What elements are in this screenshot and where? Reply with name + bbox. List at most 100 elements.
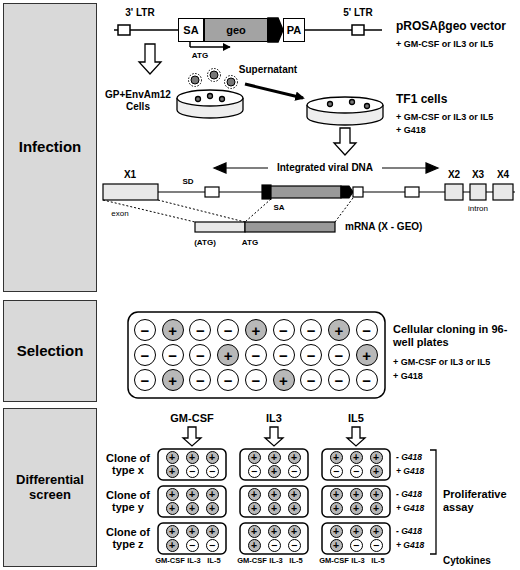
cytokine-column: IL-5 <box>289 557 302 566</box>
cytokine-column: IL-5 <box>207 557 220 566</box>
vector-segment: PA <box>283 18 305 42</box>
growth-sign: + <box>373 489 379 500</box>
vector-segment: SA <box>178 18 204 42</box>
assay-bracket <box>430 450 436 554</box>
growth-sign: + <box>224 348 233 363</box>
well-circle: + <box>206 525 219 538</box>
clone-type: Clone of type z <box>99 526 157 551</box>
cytokine-column: IL-3 <box>269 557 282 566</box>
well-circle: − <box>356 369 378 391</box>
growth-sign: + <box>333 540 339 551</box>
well-circle: − <box>328 344 350 366</box>
splice-site: SA <box>273 203 284 212</box>
well-circle: + <box>330 525 343 538</box>
provirus-label: Integrated viral DNA <box>277 162 373 174</box>
growth-sign: − <box>224 323 233 338</box>
axis-label: Cytokines <box>443 555 491 567</box>
mrna-bar <box>245 222 335 232</box>
growth-sign: + <box>333 452 339 463</box>
well-circle: − <box>217 369 239 391</box>
selection-condition: + G418 <box>396 504 424 514</box>
well-circle: + <box>288 525 301 538</box>
well-circle: − <box>356 319 378 341</box>
culture-condition: + GM-CSF or IL3 or IL5 <box>396 39 493 49</box>
well-circle: + <box>328 319 350 341</box>
well-circle: + <box>166 539 179 552</box>
growth-sign: + <box>291 503 297 514</box>
growth-sign: − <box>362 373 371 388</box>
genomic-locus <box>445 184 463 200</box>
well-circle: − <box>273 319 295 341</box>
well-circle: − <box>370 539 383 552</box>
well-plate <box>322 523 390 554</box>
well-circle: + <box>350 502 363 515</box>
cytokine-column: IL-3 <box>269 557 282 566</box>
vector-construct <box>352 25 364 35</box>
well-circle: + <box>162 369 184 391</box>
well-circle: − <box>134 369 156 391</box>
growth-sign: + <box>251 503 257 514</box>
stage-band: Infection <box>3 3 97 292</box>
cytokine-column: IL-5 <box>371 557 384 566</box>
well-circle: + <box>370 502 383 515</box>
growth-sign: − <box>271 540 277 551</box>
well-plate <box>158 486 226 517</box>
well-circle: − <box>189 369 211 391</box>
ltr-label: 3' LTR <box>125 7 154 19</box>
well-circle: + <box>166 451 179 464</box>
well-circle: + <box>268 488 281 501</box>
growth-sign: − <box>373 540 379 551</box>
cytokine-header: IL5 <box>348 412 364 425</box>
exon-name: X3 <box>472 169 484 181</box>
hollow-arrow <box>139 44 365 446</box>
growth-sign: − <box>251 466 257 477</box>
hollow-arrow <box>265 427 283 446</box>
virus-particle <box>189 69 238 89</box>
virus-particle <box>189 74 202 87</box>
well-circle: − <box>189 319 211 341</box>
well-circle: + <box>268 451 281 464</box>
growth-sign: − <box>362 323 371 338</box>
growth-sign: − <box>279 323 288 338</box>
well-plate <box>158 523 226 554</box>
exon-name: X1 <box>124 169 136 181</box>
region-label: intron <box>468 204 488 213</box>
growth-sign: + <box>291 526 297 537</box>
well-circle: − <box>206 465 219 478</box>
culture-condition: + GM-CSF or IL3 or IL5 <box>396 39 493 49</box>
culture-condition: + G418 <box>393 371 423 381</box>
genomic-locus <box>226 167 268 168</box>
growth-sign: + <box>169 466 175 477</box>
selection-condition: + G418 <box>396 541 424 551</box>
well-circle: + <box>370 488 383 501</box>
well-circle: + <box>248 525 261 538</box>
culture-dish <box>328 102 333 107</box>
growth-sign: − <box>224 373 233 388</box>
growth-sign: − <box>251 348 260 363</box>
clone-type: Clone of type y <box>99 489 157 514</box>
well-circle: − <box>245 344 267 366</box>
well-circle: + <box>370 525 383 538</box>
node-label: geo <box>226 24 246 36</box>
growth-sign: + <box>373 503 379 514</box>
culture-condition: + GM-CSF or IL3 or IL5 <box>396 112 493 122</box>
selection-condition: + G418 <box>396 467 424 477</box>
growth-sign: − <box>141 323 150 338</box>
growth-sign: + <box>209 452 215 463</box>
well-circle: − <box>328 369 350 391</box>
growth-sign: − <box>196 373 205 388</box>
hollow-arrow <box>347 427 365 446</box>
step-label: Cellular cloning in 96-well plates <box>393 323 515 348</box>
ltr-label: 5' LTR <box>343 7 372 19</box>
codon-label: (ATG) <box>194 238 216 247</box>
growth-sign: − <box>141 373 150 388</box>
codon-label: ATG <box>192 51 208 60</box>
vector-segment: geo <box>204 18 268 42</box>
clone-type: Clone of type x <box>99 452 157 477</box>
well-circle: + <box>288 502 301 515</box>
growth-sign: + <box>362 348 371 363</box>
well-circle: + <box>350 488 363 501</box>
well-circle: + <box>186 502 199 515</box>
well-circle: + <box>268 525 281 538</box>
well-circle: + <box>356 344 378 366</box>
